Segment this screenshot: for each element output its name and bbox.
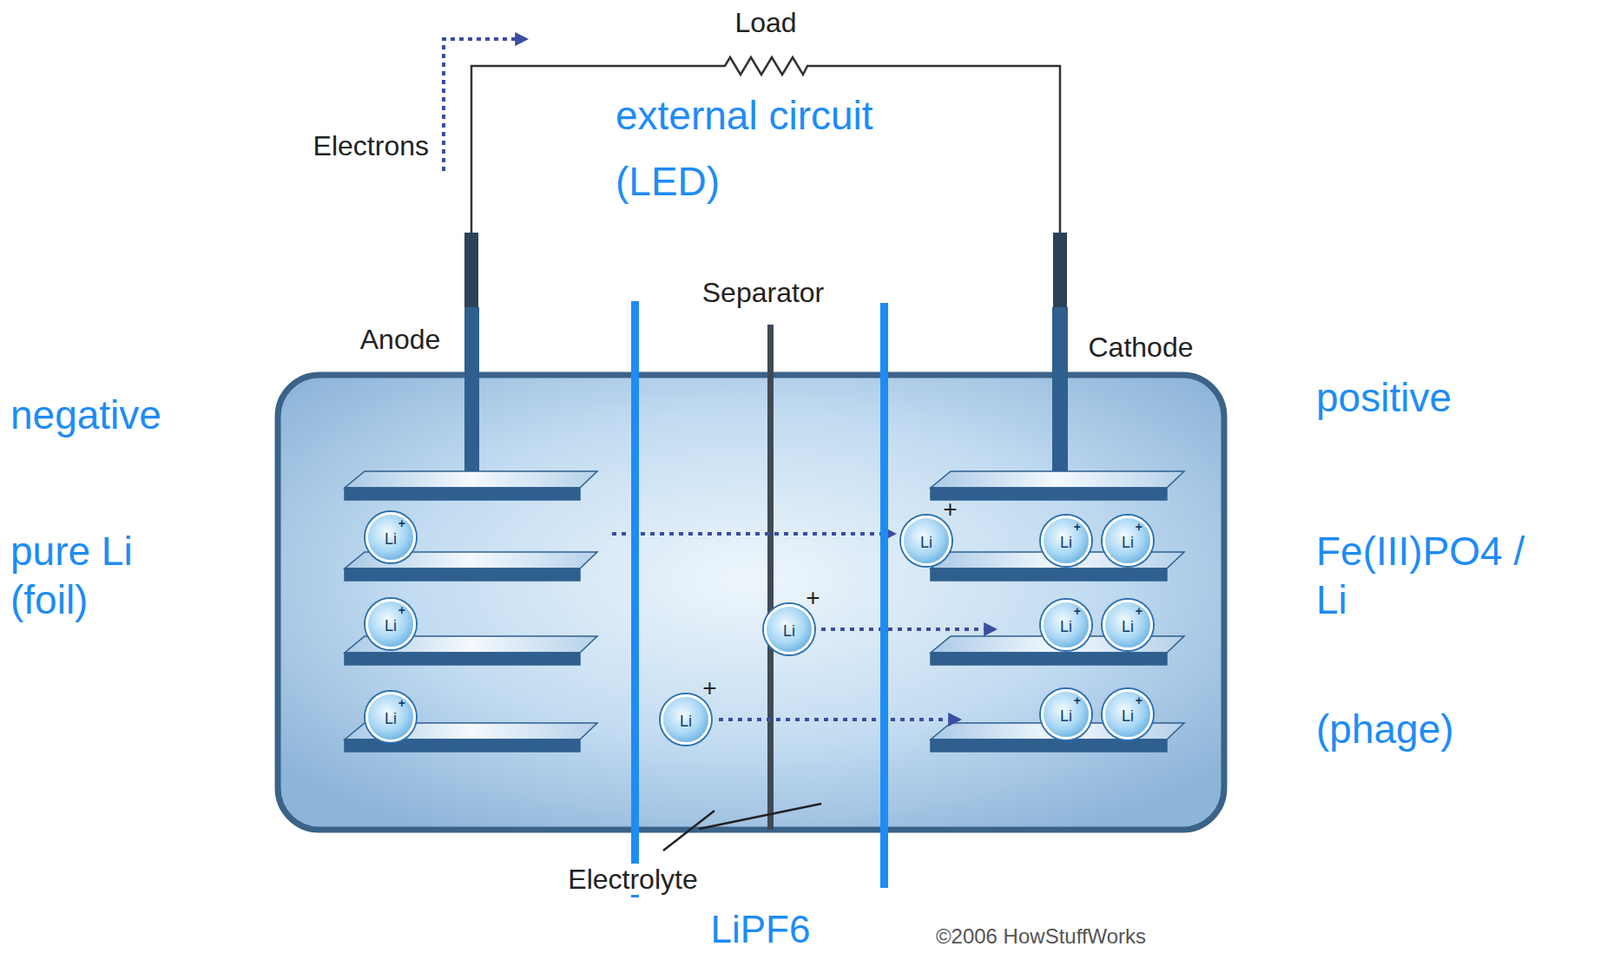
lithium-ion: Li+ — [1040, 599, 1092, 651]
annotation-line — [631, 301, 639, 898]
annotation-text: LiPF6 — [711, 908, 811, 953]
ion-symbol: Li — [384, 710, 397, 729]
lithium-ion: Li+ — [660, 694, 712, 745]
annotation-text: negative — [10, 392, 162, 439]
lithium-ion: Li+ — [763, 604, 815, 655]
ion-charge: + — [398, 697, 406, 710]
lithium-ion: Li+ — [1102, 599, 1153, 651]
ion-charge: + — [1073, 520, 1081, 534]
ion-symbol: Li — [1060, 707, 1073, 726]
ion-charge: + — [1135, 605, 1143, 618]
ion-symbol: Li — [384, 617, 397, 636]
ion-charge: + — [398, 517, 406, 530]
ion-symbol: Li — [1060, 533, 1073, 553]
ion-charge: + — [1135, 694, 1143, 707]
copyright-note: ©2006 HowStuffWorks — [935, 924, 1146, 949]
annotation-text: external circuit (LED) — [615, 82, 946, 215]
ion-symbol: Li — [1121, 618, 1134, 637]
separator-label: Separator — [702, 276, 825, 310]
lithium-ion: Li+ — [1102, 515, 1153, 567]
ion-symbol: Li — [1121, 707, 1134, 726]
anode-plates — [344, 471, 598, 752]
ion-charge: + — [805, 586, 820, 611]
lithium-ion: Li+ — [1102, 689, 1153, 740]
electron-arrow — [443, 39, 527, 172]
anode-terminal — [464, 232, 479, 308]
cathode-terminal — [1053, 232, 1067, 308]
ion-symbol: Li — [1121, 533, 1134, 553]
ion-charge: + — [942, 497, 957, 522]
annotation-line — [880, 302, 889, 889]
electrons-label: Electrons — [313, 130, 429, 163]
anode-post — [464, 307, 480, 475]
cathode-plates — [930, 471, 1185, 752]
wire — [471, 57, 1061, 233]
lithium-ion: Li+ — [901, 515, 952, 567]
battery-case — [277, 375, 1225, 830]
cathode-label: Cathode — [1088, 331, 1194, 364]
electrolyte-label: Electrolyte — [564, 863, 701, 896]
separator-line — [767, 324, 774, 830]
lithium-ion: Li+ — [365, 691, 416, 743]
ion-charge: + — [1073, 694, 1081, 707]
ion-symbol: Li — [1060, 618, 1073, 637]
ion-charge: + — [702, 676, 717, 701]
ion-charge: + — [398, 604, 406, 617]
anode-label: Anode — [360, 323, 442, 356]
lithium-ion: Li+ — [365, 599, 416, 650]
ion-charge: + — [1135, 520, 1143, 534]
annotation-text: (phage) — [1316, 706, 1455, 753]
electrolyte-leader — [663, 803, 822, 851]
annotation-text: pure Li (foil) — [10, 526, 185, 625]
ion-symbol: Li — [384, 530, 397, 549]
load-label: Load — [734, 6, 797, 40]
lithium-ion: Li+ — [1040, 515, 1092, 567]
lithium-ion: Li+ — [1040, 689, 1092, 740]
ion-symbol: Li — [679, 712, 692, 731]
ion-symbol: Li — [783, 622, 796, 641]
annotation-text: Fe(III)PO4 / Li — [1316, 526, 1555, 625]
annotation-text: positive — [1316, 375, 1452, 422]
cathode-post — [1052, 307, 1068, 475]
ion-symbol: Li — [920, 533, 933, 553]
lithium-ion: Li+ — [365, 512, 416, 563]
ion-charge: + — [1073, 605, 1081, 618]
